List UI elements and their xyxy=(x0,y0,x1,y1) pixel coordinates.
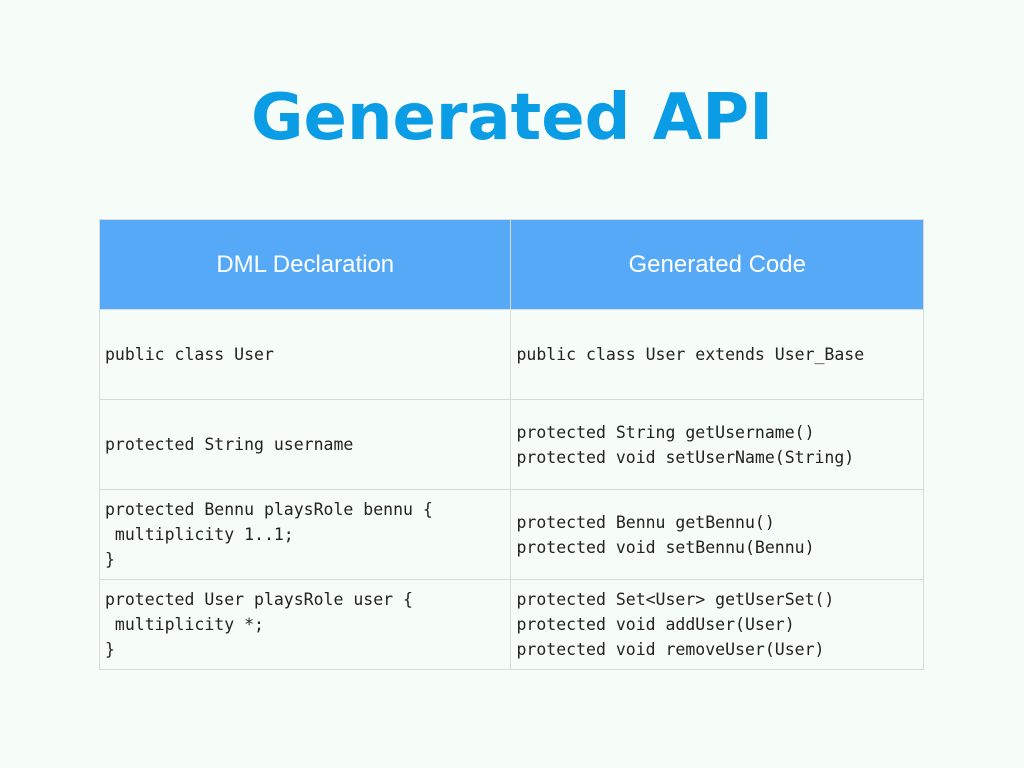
code-block: public class User extends User_Base xyxy=(511,342,923,367)
generated-code-cell: protected Bennu getBennu() protected voi… xyxy=(510,489,924,580)
code-line: multiplicity 1..1; xyxy=(105,525,294,544)
code-block: protected String getUsername() protected… xyxy=(511,420,923,470)
code-line: protected User playsRole user { xyxy=(105,590,413,609)
table-row: protected Bennu playsRole bennu { multip… xyxy=(98,489,924,580)
code-line: protected Set<User> getUserSet() xyxy=(516,590,835,609)
code-block: public class User xyxy=(100,342,510,367)
code-line: protected void setUserName(String) xyxy=(516,447,855,467)
dml-cell: protected String username xyxy=(98,399,512,490)
code-line: multiplicity *; xyxy=(105,615,264,634)
header-dml-declaration: DML Declaration xyxy=(98,219,512,310)
code-line: } xyxy=(105,550,115,569)
slide-title: Generated API xyxy=(251,81,773,155)
table-row: protected String username protected Stri… xyxy=(98,399,924,490)
api-table: DML Declaration Generated Code public cl… xyxy=(98,219,924,670)
code-block: protected User playsRole user { multipli… xyxy=(100,587,510,662)
code-line: protected Bennu playsRole bennu { xyxy=(105,500,433,519)
code-block: protected Bennu getBennu() protected voi… xyxy=(511,510,923,560)
generated-code-cell: protected String getUsername() protected… xyxy=(510,399,924,490)
code-block: protected String username xyxy=(100,432,510,457)
code-line: protected Bennu getBennu() xyxy=(516,512,775,532)
code-line: protected void setBennu(Bennu) xyxy=(516,537,815,557)
table-row: public class User public class User exte… xyxy=(98,309,924,400)
code-line: protected String username xyxy=(105,435,354,454)
code-line: protected void addUser(User) xyxy=(516,615,795,634)
header-generated-code: Generated Code xyxy=(510,219,924,310)
dml-cell: protected Bennu playsRole bennu { multip… xyxy=(98,489,512,580)
dml-cell: protected User playsRole user { multipli… xyxy=(98,579,512,670)
generated-code-cell: public class User extends User_Base xyxy=(510,309,924,400)
code-line: public class User xyxy=(105,345,274,364)
code-line: public class User extends User_Base xyxy=(516,345,865,364)
code-line: protected void removeUser(User) xyxy=(516,640,825,659)
table-row: protected User playsRole user { multipli… xyxy=(98,579,924,670)
dml-cell: public class User xyxy=(98,309,512,400)
generated-code-cell: protected Set<User> getUserSet() protect… xyxy=(510,579,924,670)
code-block: protected Set<User> getUserSet() protect… xyxy=(511,587,923,662)
table-header-row: DML Declaration Generated Code xyxy=(98,219,924,310)
code-block: protected Bennu playsRole bennu { multip… xyxy=(100,497,510,572)
code-line: protected String getUsername() xyxy=(516,422,815,442)
code-line: } xyxy=(105,640,115,659)
